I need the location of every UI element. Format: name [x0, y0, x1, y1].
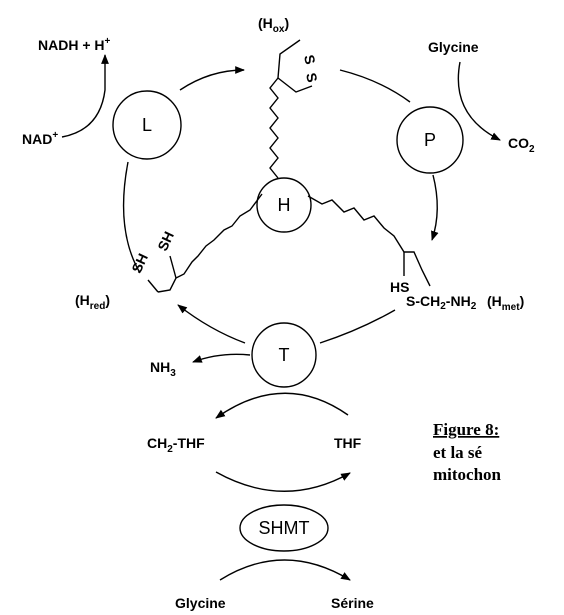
enzyme-p-label: P — [424, 130, 436, 150]
label-nh3: NH3 — [150, 359, 176, 379]
species-h-ox: (Hox) — [258, 15, 289, 35]
arc-ch2thf-to-thf — [215, 471, 351, 492]
label-serine: Sérine — [331, 595, 374, 611]
lipoyl-arm-methylamine — [307, 195, 431, 287]
species-h-red: (Hred) — [75, 292, 110, 312]
enzyme-shmt-label: SHMT — [259, 518, 310, 538]
sulfur-atom-1: S — [301, 53, 319, 65]
lipoyl-arm-oxidized — [269, 77, 279, 179]
enzyme-p-circle — [396, 106, 464, 174]
sulfur-atom-2: S — [303, 71, 321, 83]
caption-line-2: et la sé — [433, 443, 483, 462]
arc-t-to-hred — [177, 304, 246, 344]
species-h-met: (Hmet) — [487, 293, 524, 313]
label-thf: THF — [334, 435, 362, 451]
arc-hox-to-p — [339, 69, 411, 103]
caption-line-3: mitochon — [433, 465, 502, 484]
lipoyl-arm-reduced — [157, 193, 263, 293]
thiol-sh-1: SH — [128, 251, 151, 275]
label-ch2-thf: CH2-THF — [147, 435, 205, 455]
arrow-nad-to-nadh — [61, 54, 109, 138]
thiol-sh-2: SH — [154, 229, 177, 253]
dithiolane-ring — [277, 39, 313, 93]
arc-hred-to-l — [122, 161, 141, 274]
label-nad: NAD+ — [22, 130, 58, 147]
reduced-sh-branch-1 — [169, 255, 177, 279]
arrow-glycine-to-co2 — [457, 61, 501, 141]
thiol-hs: HS — [390, 279, 409, 295]
arc-p-to-hmet — [431, 174, 439, 241]
caption-line-1: Figure 8: — [433, 420, 499, 439]
enzyme-t-label: T — [279, 345, 290, 365]
enzyme-shmt-ellipse — [239, 504, 329, 552]
arc-l-to-hox — [179, 66, 245, 91]
enzyme-h-label: H — [278, 195, 291, 215]
arc-hmet-to-t — [319, 309, 396, 344]
reduced-sh-branch-2 — [147, 279, 159, 293]
enzyme-l-circle — [112, 90, 182, 160]
label-s-ch2-nh2: S-CH2-NH2 — [406, 293, 477, 312]
enzyme-t-circle — [251, 322, 317, 388]
arrow-t-to-nh3 — [192, 353, 251, 363]
arc-thf-to-ch2thf — [215, 392, 349, 419]
label-glycine-bottom: Glycine — [175, 595, 226, 611]
label-co2: CO2 — [508, 135, 535, 155]
label-nadh: NADH + H+ — [38, 36, 111, 53]
label-glycine-top: Glycine — [428, 39, 479, 55]
enzyme-h-circle — [256, 177, 312, 233]
arc-glycine-to-serine — [219, 559, 351, 581]
enzyme-l-label: L — [142, 115, 152, 135]
